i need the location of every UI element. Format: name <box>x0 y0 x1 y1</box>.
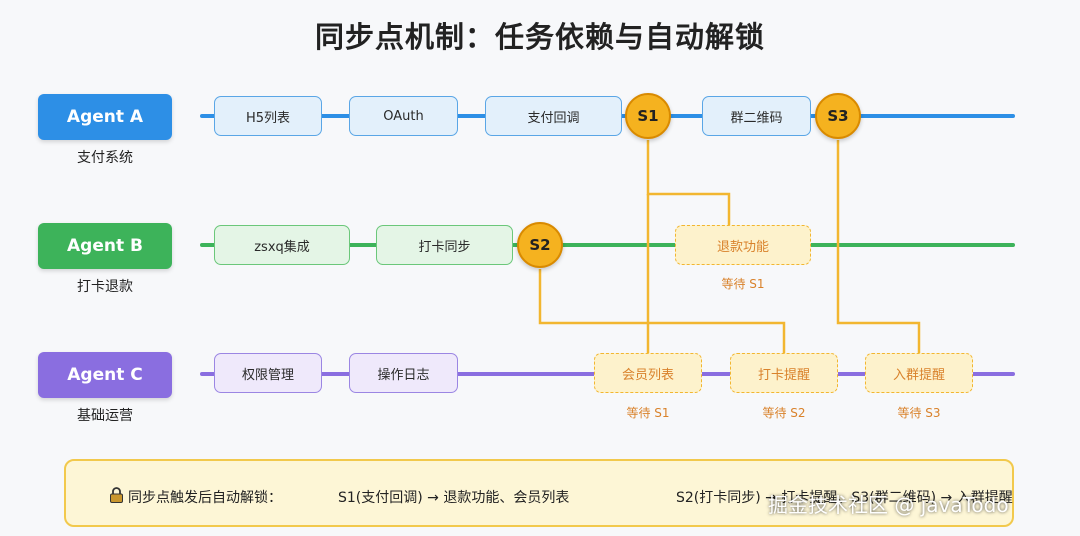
wait-label-checkin-reminder: 等待 S2 <box>762 406 806 420</box>
agent-a-badge: Agent A <box>38 94 172 140</box>
agent-a-name: Agent A <box>66 107 144 127</box>
agent-c-subtitle: 基础运营 <box>77 408 133 424</box>
task-zsxq-integration: zsxq集成 <box>214 225 350 265</box>
agent-b-name: Agent B <box>67 236 143 256</box>
legend-rule-s1: S1(支付回调) → 退款功能、会员列表 <box>338 490 570 506</box>
lane-b-line <box>200 243 1015 247</box>
legend-box: 同步点触发后自动解锁： S1(支付回调) → 退款功能、会员列表 S2(打卡同步… <box>64 459 1014 527</box>
task-h5-list: H5列表 <box>214 96 322 136</box>
task-checkin-sync: 打卡同步 <box>376 225 513 265</box>
task-checkin-reminder-locked: 打卡提醒 <box>730 353 838 393</box>
task-group-qrcode: 群二维码 <box>702 96 811 136</box>
wait-label-group-reminder: 等待 S3 <box>897 406 941 420</box>
sync-point-s3: S3 <box>815 93 861 139</box>
wait-label-member: 等待 S1 <box>626 406 670 420</box>
task-operation-log: 操作日志 <box>349 353 458 393</box>
legend-rule-s2-s3: S2(打卡同步) → 打卡提醒、S3(群二维码) → 入群提醒 <box>676 490 1013 506</box>
agent-a-subtitle: 支付系统 <box>77 150 133 166</box>
agent-b-badge: Agent B <box>38 223 172 269</box>
agent-c-badge: Agent C <box>38 352 172 398</box>
sync-point-s2: S2 <box>517 222 563 268</box>
agent-c-name: Agent C <box>67 365 143 385</box>
watermark: 掘金技术社区 @ javaTodo <box>768 493 1009 517</box>
connector-s2-reminder <box>538 269 786 353</box>
task-payment-callback: 支付回调 <box>485 96 622 136</box>
task-permission-management: 权限管理 <box>214 353 322 393</box>
task-member-list-locked: 会员列表 <box>594 353 702 393</box>
task-refund-locked: 退款功能 <box>675 225 811 265</box>
wait-label-refund: 等待 S1 <box>721 277 765 291</box>
diagram-title: 同步点机制：任务依赖与自动解锁 <box>314 20 765 54</box>
connector-s1-refund <box>646 140 731 225</box>
task-oauth: OAuth <box>349 96 458 136</box>
sync-point-s1: S1 <box>625 93 671 139</box>
agent-b-subtitle: 打卡退款 <box>77 279 133 295</box>
connector-s3-group <box>836 140 921 353</box>
lock-icon <box>110 487 123 503</box>
legend-intro: 同步点触发后自动解锁： <box>128 490 282 506</box>
task-group-reminder-locked: 入群提醒 <box>865 353 973 393</box>
